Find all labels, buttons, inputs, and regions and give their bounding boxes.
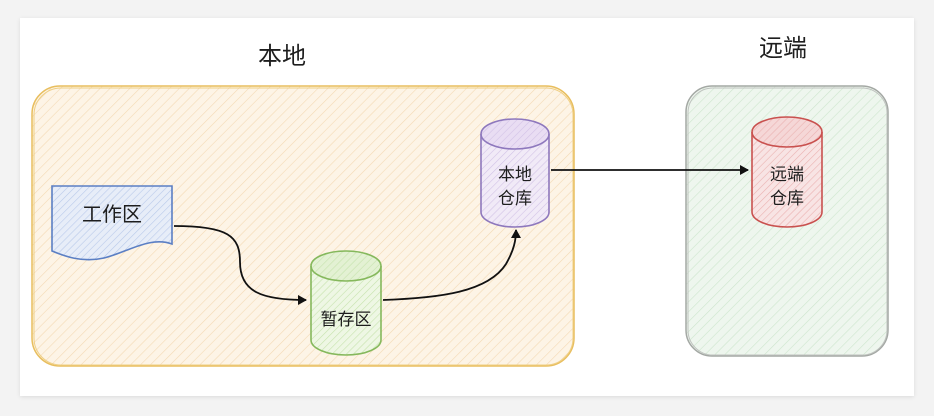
- workspace-label: 工作区: [82, 202, 142, 226]
- local-repo-label-line1: 本地: [498, 165, 532, 185]
- workspace-node: [51, 185, 173, 261]
- remote-title: 远端: [759, 34, 807, 62]
- staging-node: [310, 250, 382, 356]
- staging-label: 暂存区: [321, 310, 372, 330]
- local-repo-node: [480, 118, 550, 228]
- remote-repo-node: [751, 116, 823, 228]
- local-repo-label-line2: 仓库: [498, 189, 532, 209]
- remote-repo-label-line1: 远端: [770, 165, 804, 185]
- arrow-staging-to-local-repo: [382, 229, 521, 301]
- local-title: 本地: [258, 42, 306, 70]
- remote-repo-label-line2: 仓库: [770, 189, 804, 209]
- arrow-workspace-to-staging: [173, 225, 307, 305]
